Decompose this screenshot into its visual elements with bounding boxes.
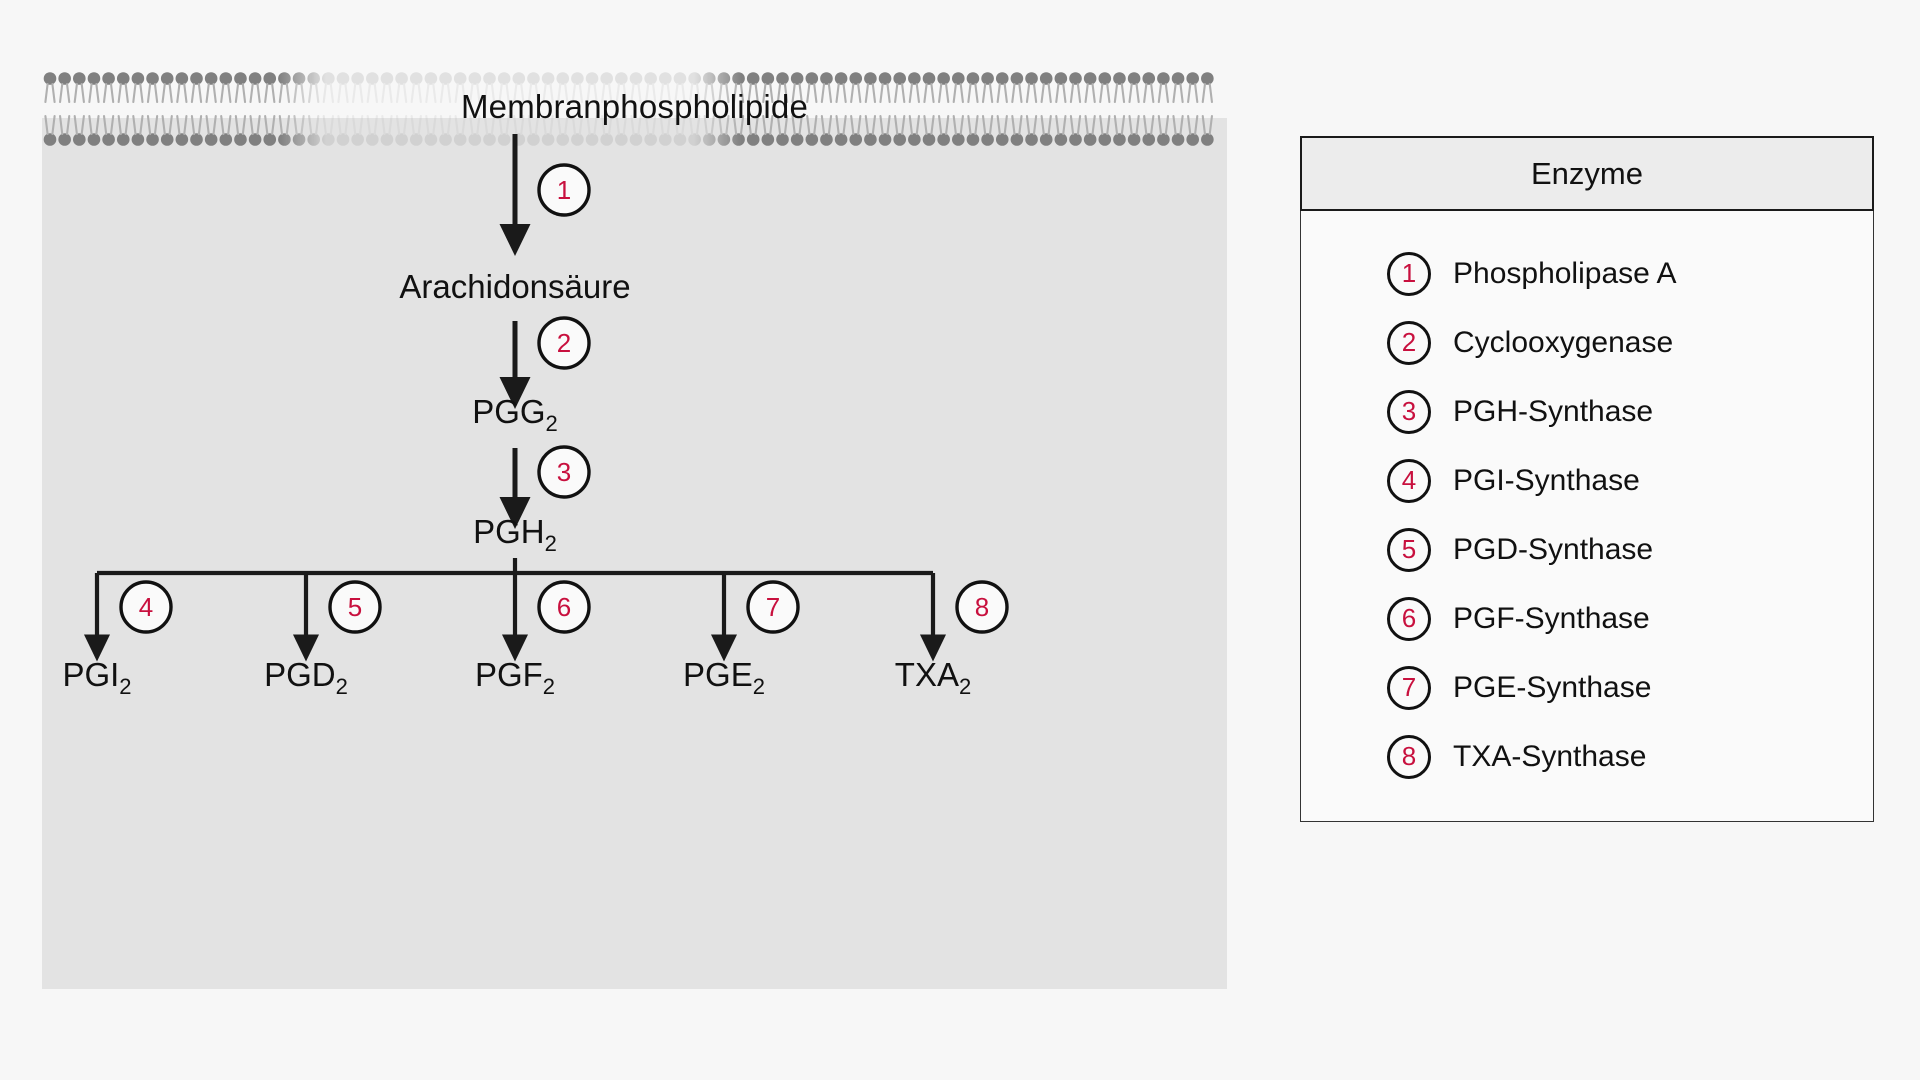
legend-item-3: 3 PGH-Synthase [1301, 377, 1873, 446]
enzyme-marker-7 [746, 580, 800, 634]
legend-badge-8: 8 [1387, 734, 1431, 779]
cytoplasm-panel [42, 118, 1227, 989]
node-pgh2-label: PGH2 [473, 513, 557, 556]
legend-label-4: PGI-Synthase [1453, 463, 1640, 497]
node-pge2-label: PGE2 [683, 656, 765, 699]
branch-drops [83, 573, 947, 662]
node-arachidonic-label: Arachidonsäure [399, 268, 630, 305]
enzyme-marker-1 [537, 163, 591, 217]
legend-label-2: Cyclooxygenase [1453, 325, 1674, 359]
enzyme-marker-6 [537, 580, 591, 634]
legend-item-5: 5 PGD-Synthase [1301, 515, 1873, 584]
enzyme-marker-5-number: 5 [348, 592, 362, 622]
product-labels: PGI2 PGD2 PGF2 PGE2 TXA2 [62, 656, 971, 699]
node-pgd2-label: PGD2 [264, 656, 348, 699]
enzyme-marker-5 [328, 580, 382, 634]
legend-item-4: 4 PGI-Synthase [1301, 446, 1873, 515]
node-txa2-label: TXA2 [895, 656, 971, 699]
legend-badge-1: 1 [1387, 251, 1431, 296]
legend-label-5: PGD-Synthase [1453, 532, 1654, 566]
enzyme-marker-3-number: 3 [557, 457, 571, 487]
legend-item-7: 7 PGE-Synthase [1301, 653, 1873, 722]
legend-item-2: 2 Cyclooxygenase [1301, 308, 1873, 377]
node-pgf2-label: PGF2 [475, 656, 555, 699]
legend-label-7: PGE-Synthase [1453, 670, 1652, 704]
enzyme-marker-4-number: 4 [139, 592, 153, 622]
enzyme-marker-6-number: 6 [557, 592, 571, 622]
enzyme-marker-4 [119, 580, 173, 634]
node-pgi2-label: PGI2 [62, 656, 131, 699]
legend-badge-3: 3 [1387, 389, 1431, 434]
legend-badge-6: 6 [1387, 596, 1431, 641]
enzyme-marker-8-number: 8 [975, 592, 989, 622]
enzyme-marker-1-number: 1 [557, 175, 571, 205]
enzyme-marker-2-number: 2 [557, 328, 571, 358]
enzyme-marker-7-number: 7 [766, 592, 780, 622]
legend-item-8: 8 TXA-Synthase [1301, 722, 1873, 791]
branch-enzyme-markers: 4 5 6 7 8 [119, 580, 1009, 634]
legend-label-6: PGF-Synthase [1453, 601, 1650, 635]
pathway-diagram: 1 Arachidonsäure 2 PGG2 3 PGH2 [42, 118, 1227, 989]
legend-badge-7: 7 [1387, 665, 1431, 710]
node-pgg2-label: PGG2 [472, 393, 558, 436]
legend-badge-5: 5 [1387, 527, 1431, 572]
legend-body: 1 Phospholipase A 2 Cyclooxygenase 3 PGH-Synt… [1300, 211, 1874, 822]
legend-label-3: PGH-Synthase [1453, 394, 1654, 428]
legend-label-8: TXA-Synthase [1453, 739, 1647, 773]
legend-header: Enzyme [1300, 136, 1874, 211]
legend-label-1: Phospholipase A [1453, 256, 1677, 290]
legend-item-6: 6 PGF-Synthase [1301, 584, 1873, 653]
legend-badge-4: 4 [1387, 458, 1431, 503]
legend-badge-2: 2 [1387, 320, 1431, 365]
membrane-label: Membranphospholipide [460, 88, 809, 125]
legend-item-1: 1 Phospholipase A [1301, 239, 1873, 308]
enzyme-marker-8 [955, 580, 1009, 634]
enzyme-marker-3 [537, 445, 591, 499]
legend-title: Enzyme [1531, 155, 1643, 191]
enzyme-marker-2 [537, 316, 591, 370]
